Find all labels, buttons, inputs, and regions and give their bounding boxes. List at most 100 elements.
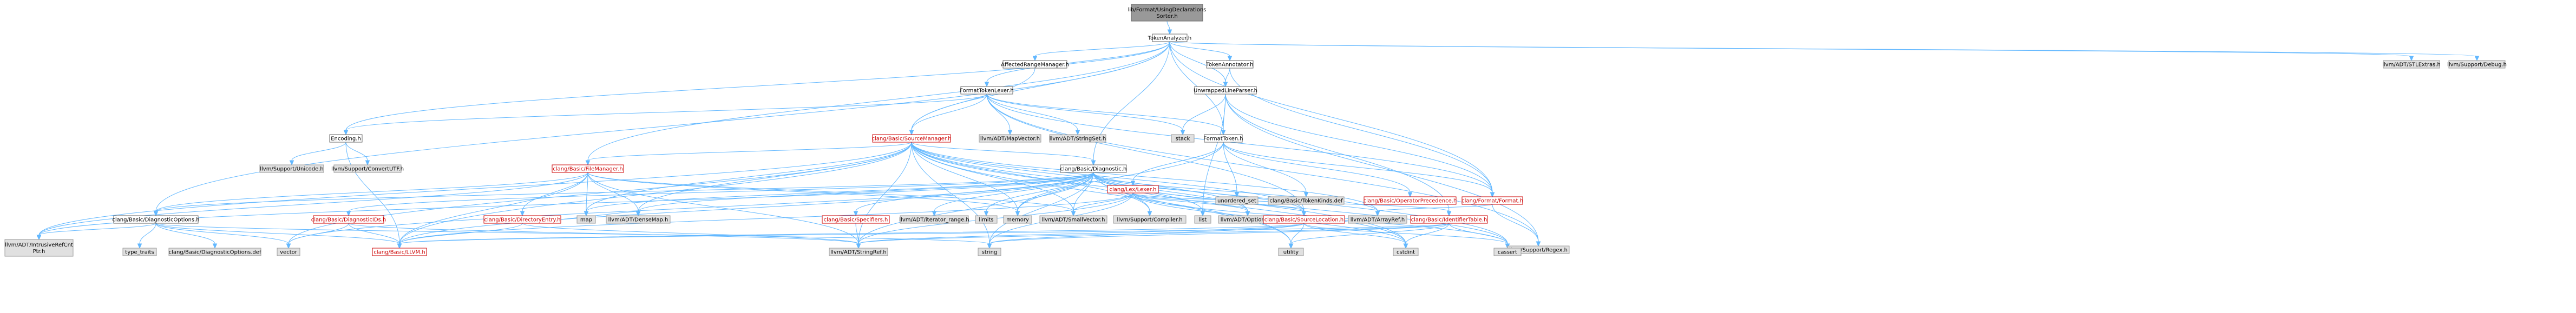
edge-line bbox=[288, 223, 349, 244]
edge-line bbox=[911, 94, 987, 131]
edge-arrowhead bbox=[1221, 130, 1226, 136]
node-lexer[interactable]: clang/Lex/Lexer.h bbox=[1107, 185, 1159, 194]
node-box bbox=[2383, 60, 2440, 69]
node-label: llvm/ADT/STLExtras.h bbox=[2382, 62, 2441, 68]
edge-line bbox=[1017, 142, 1224, 212]
node-formattokenlexer[interactable]: FormatTokenLexer.h bbox=[960, 86, 1014, 95]
node-label: llvm/ADT/StringSet.h bbox=[1050, 136, 1106, 142]
node-compiler: llvm/Support/Compiler.h bbox=[1113, 215, 1187, 224]
node-label: vector bbox=[280, 250, 298, 256]
edge-line bbox=[1169, 41, 1493, 193]
edge-line bbox=[986, 94, 1539, 242]
node-opprec[interactable]: clang/Basic/OperatorPrecedence.h bbox=[1364, 196, 1457, 205]
edge-formattokenlexer-to-formath bbox=[986, 94, 1495, 198]
node-encoding[interactable]: Encoding.h bbox=[329, 134, 363, 143]
edge-line bbox=[1182, 94, 1226, 131]
node-unwrapped[interactable]: UnwrappedLineParser.h bbox=[1194, 86, 1257, 95]
node-label: FormatToken.h bbox=[1203, 136, 1243, 142]
node-direntry[interactable]: clang/Basic/DirectoryEntry.h bbox=[483, 215, 561, 224]
edge-arrowhead bbox=[520, 211, 525, 217]
edge-line bbox=[155, 41, 1170, 212]
node-box bbox=[1107, 185, 1159, 194]
edge-sourcemanager-to-densemap bbox=[635, 142, 912, 217]
edge-arrowhead bbox=[984, 211, 989, 217]
node-formattoken[interactable]: FormatToken.h bbox=[1203, 134, 1243, 143]
edge-root-to-tokenanalyzer bbox=[1166, 21, 1172, 35]
node-specifiers[interactable]: clang/Basic/Specifiers.h bbox=[822, 215, 890, 224]
edge-line bbox=[587, 142, 912, 161]
edge-line bbox=[858, 172, 1094, 244]
node-tokenannotator[interactable]: TokenAnnotator.h bbox=[1206, 60, 1254, 69]
edge-line bbox=[399, 223, 523, 244]
edge-unwrapped-to-stack bbox=[1180, 94, 1226, 136]
node-box bbox=[333, 164, 402, 173]
edge-line bbox=[155, 223, 400, 244]
edge-line bbox=[587, 41, 1170, 161]
edge-arrowhead bbox=[984, 82, 989, 88]
node-box bbox=[1364, 196, 1457, 205]
edge-line bbox=[911, 68, 1035, 131]
edge-line bbox=[522, 172, 588, 212]
node-label: clang/Basic/Specifiers.h bbox=[824, 217, 888, 223]
node-box bbox=[1393, 248, 1419, 256]
edge-arrowhead bbox=[365, 160, 370, 166]
edge-line bbox=[38, 142, 912, 236]
node-box bbox=[1113, 215, 1187, 224]
edge-diagnostic-to-diagoptions bbox=[153, 172, 1094, 217]
node-label: cassert bbox=[1498, 250, 1517, 256]
edge-line bbox=[986, 94, 1305, 212]
edge-encoding-to-convertutf bbox=[345, 142, 370, 166]
node-box bbox=[4, 239, 74, 257]
edge-formattoken-to-formath bbox=[1223, 142, 1495, 198]
node-box bbox=[1461, 196, 1523, 205]
node-box bbox=[606, 215, 671, 224]
edge-arrowhead bbox=[1015, 211, 1020, 217]
node-label: clang/Basic/DirectoryEntry.h bbox=[484, 217, 560, 223]
edge-arrowhead bbox=[987, 243, 992, 249]
node-label: llvm/ADT/IntrusiveRefCnt bbox=[5, 242, 73, 248]
node-llvmh[interactable]: clang/Basic/LLVM.h bbox=[372, 248, 427, 256]
node-memory: memory bbox=[1003, 215, 1032, 224]
edge-formattokenlexer-to-stack bbox=[986, 94, 1185, 136]
edge-diagnostic-to-densemap bbox=[635, 172, 1094, 217]
edge-line bbox=[288, 172, 1094, 244]
node-label: stack bbox=[1176, 136, 1190, 142]
node-box bbox=[113, 215, 199, 224]
node-affected[interactable]: AffectedRangeManager.h bbox=[1001, 60, 1069, 69]
node-tokenanalyzer[interactable]: TokenAnalyzer.h bbox=[1148, 34, 1192, 42]
node-box bbox=[1131, 4, 1203, 22]
node-label: AffectedRangeManager.h bbox=[1001, 62, 1069, 68]
edge-filemanager-to-direntry bbox=[520, 172, 588, 217]
edge-line bbox=[587, 172, 1074, 212]
edge-formattoken-to-opprec bbox=[1223, 142, 1413, 198]
edge-line bbox=[399, 192, 1133, 244]
edge-arrowhead bbox=[397, 243, 402, 249]
node-diagoptions[interactable]: clang/Basic/DiagnosticOptions.h bbox=[112, 215, 200, 224]
node-label: memory bbox=[1006, 217, 1029, 223]
edge-arrowhead bbox=[1007, 130, 1013, 136]
edge-diagnostic-to-memory bbox=[1015, 172, 1094, 217]
node-unicode: llvm/Support/Unicode.h bbox=[259, 164, 324, 173]
node-label: clang/Lex/Lexer.h bbox=[1110, 187, 1157, 193]
edge-line bbox=[1229, 68, 1493, 193]
edge-tokenanalyzer-to-affected bbox=[1032, 41, 1170, 62]
node-label: clang/Basic/SourceLocation.h bbox=[1264, 217, 1343, 223]
edge-line bbox=[911, 142, 1018, 212]
node-sourcemanager[interactable]: clang/Basic/SourceManager.h bbox=[871, 134, 952, 143]
node-box bbox=[483, 215, 561, 224]
edge-line bbox=[291, 142, 346, 161]
node-sourcelocation[interactable]: clang/Basic/SourceLocation.h bbox=[1263, 215, 1345, 224]
node-debug: llvm/Support/Debug.h bbox=[2447, 60, 2507, 69]
edge-line bbox=[911, 142, 990, 244]
edge-sourcemanager-to-diagnostic bbox=[911, 142, 1096, 166]
node-filemanager[interactable]: clang/Basic/FileManager.h bbox=[552, 164, 624, 173]
node-diagnostic[interactable]: clang/Basic/Diagnostic.h bbox=[1060, 164, 1127, 173]
edge-line bbox=[522, 223, 859, 244]
node-formath[interactable]: clang/Format/Format.h bbox=[1461, 196, 1523, 205]
edge-line bbox=[1169, 41, 1230, 57]
node-label: TokenAnalyzer.h bbox=[1148, 36, 1192, 42]
edge-line bbox=[1225, 68, 1230, 83]
node-diagids[interactable]: clang/Basic/DiagnosticIDs.h bbox=[311, 215, 386, 224]
node-identifiertable[interactable]: clang/Basic/IdentifierTable.h bbox=[1410, 215, 1488, 224]
edge-line bbox=[911, 142, 1094, 161]
